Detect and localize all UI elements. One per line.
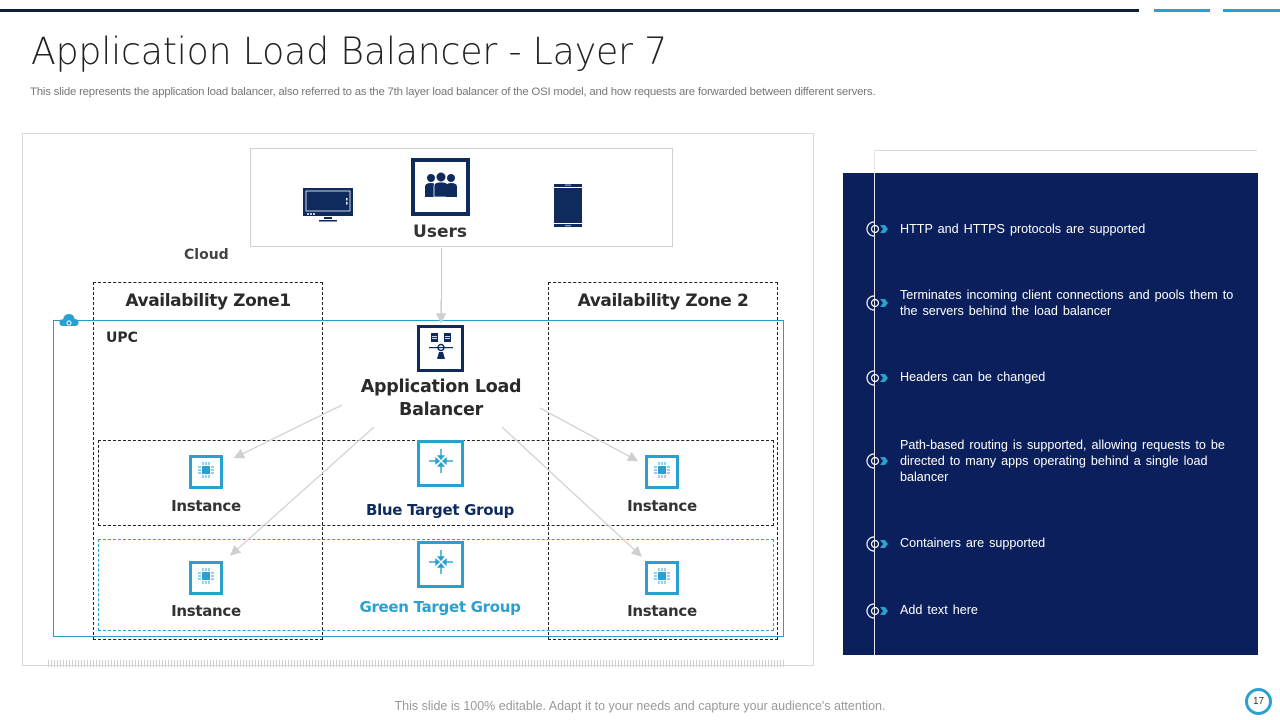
page-number: 17: [1245, 688, 1272, 715]
load-balancer-icon: [426, 331, 456, 366]
instance-label: Instance: [627, 497, 697, 515]
top-bar: [0, 9, 1139, 12]
instance-label: Instance: [627, 602, 697, 620]
footer-note: This slide is 100% editable. Adapt it to…: [0, 699, 1280, 713]
features-panel: [843, 173, 1258, 655]
instance-label: Instance: [171, 602, 241, 620]
load-balancer-icon-box: [417, 325, 464, 372]
feature-text: Path-based routing is supported, allowin…: [900, 438, 1225, 484]
feature-text: Terminates incoming client connections a…: [900, 288, 1234, 318]
cpu-chip-icon: [197, 461, 215, 484]
bullet-marker-icon: [866, 295, 888, 311]
monitor-icon: [302, 186, 354, 227]
green-target-group-boundary: [98, 539, 774, 631]
instance-icon-box: [645, 561, 679, 595]
feature-text: Headers can be changed: [900, 370, 1046, 384]
cloud-label: Cloud: [184, 247, 229, 263]
blue-target-group-icon-box: [417, 440, 464, 487]
footer-note-text: This slide is 100% editable. Adapt it to…: [394, 699, 886, 713]
top-bar-accent: [1223, 9, 1280, 12]
page-title: Application Load Balancer - Layer 7: [31, 30, 668, 73]
converge-arrows-icon: [426, 547, 456, 582]
load-balancer-label-line1: Application Load: [360, 377, 522, 397]
vpc-label: UPC: [106, 330, 138, 346]
load-balancer-label-line2: Balancer: [399, 400, 483, 420]
users-to-lb-connector: [441, 248, 442, 323]
instance-icon-box: [645, 455, 679, 489]
bullet-marker-icon: [866, 603, 888, 619]
feature-text: HTTP and HTTPS protocols are supported: [900, 222, 1146, 236]
green-target-group-icon-box: [417, 541, 464, 588]
ruler-decoration: [48, 660, 786, 667]
page-subtitle: This slide represents the application lo…: [30, 86, 876, 98]
users-group-icon: [423, 172, 459, 203]
bullet-marker-icon: [866, 221, 888, 237]
panel-frame-decoration: [874, 150, 1257, 173]
blue-target-group-label: Blue Target Group: [365, 501, 515, 519]
zone-2-title: Availability Zone 2: [577, 291, 749, 311]
top-bar-accent: [1154, 9, 1210, 12]
timeline-line: [874, 150, 875, 655]
zone-1-title: Availability Zone1: [125, 291, 291, 311]
feature-text: Add text here: [900, 603, 978, 617]
feature-text: Containers are supported: [900, 536, 1046, 550]
users-icon-box: [411, 158, 470, 216]
cloud-icon: [59, 312, 79, 333]
tablet-icon: [553, 183, 583, 233]
cpu-chip-icon: [653, 461, 671, 484]
bullet-marker-icon: [866, 536, 888, 552]
bullet-marker-icon: [866, 370, 888, 386]
instance-icon-box: [189, 455, 223, 489]
cpu-chip-icon: [653, 567, 671, 590]
instance-icon-box: [189, 561, 223, 595]
converge-arrows-icon: [426, 446, 456, 481]
instance-label: Instance: [171, 497, 241, 515]
bullet-marker-icon: [866, 453, 888, 469]
load-balancer-label: Application Load Balancer: [341, 376, 541, 422]
users-label: Users: [413, 222, 467, 242]
green-target-group-label: Green Target Group: [359, 598, 521, 616]
cpu-chip-icon: [197, 567, 215, 590]
vpc-boundary: [53, 320, 784, 637]
